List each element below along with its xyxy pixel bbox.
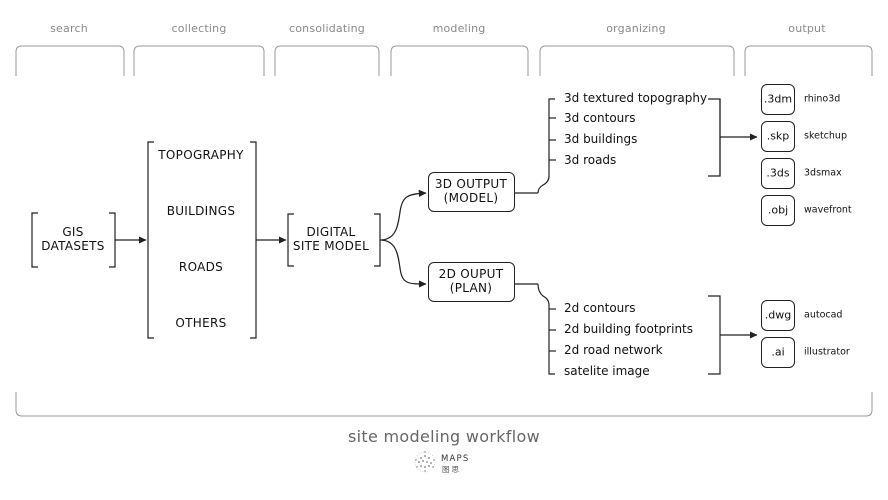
file-box-skp [761,121,795,152]
phase-search: search [50,22,88,35]
ext-obj: .obj [767,203,789,217]
3d-output-box [428,172,515,212]
2d-output-line2: (PLAN) [449,281,493,295]
phase-organizing: organizing [606,22,666,35]
phase-modeling: modeling [432,22,486,35]
program-sketchup: sketchup [804,130,847,142]
dataset-buildings: BUILDINGS [166,204,236,219]
phase-brackets [15,45,873,417]
gis-label-line2: DATASETS [41,239,105,253]
file-box-ai [761,337,795,368]
2d-output-node: 2D OUPUT (PLAN) [438,267,504,296]
ext-dwg: .dwg [764,308,792,322]
3d-output-node: 3D OUTPUT (MODEL) [434,177,508,206]
3d-output-line1: 3D OUTPUT [434,177,508,192]
file-box-dwg [761,300,795,331]
file-box-3ds [761,158,795,189]
digital-site-model-node: DIGITAL SITE MODEL [292,225,370,254]
phase-output: output [788,22,826,35]
digital-label-line1: DIGITAL [306,225,356,240]
item-3d-textured-topography: 3d textured topography [564,91,708,106]
gis-datasets-node: GIS DATASETS [41,225,105,254]
logo-name: MAPS [441,454,470,464]
ext-3ds: .3ds [766,166,790,180]
2d-output-line1: 2D OUPUT [438,267,504,282]
file-box-3dm [761,84,795,115]
3d-output-line2: (MODEL) [443,191,499,205]
diagram-caption: site modeling workflow [348,427,540,446]
ext-ai: .ai [771,345,785,359]
dataset-roads: ROADS [178,260,224,275]
logo-subtitle: 图思 [442,465,461,474]
program-wavefront: wavefront [804,204,852,216]
item-2d-building-footprints: 2d building footprints [564,322,694,337]
digital-label-line2: SITE MODEL [292,239,370,253]
dataset-others: OTHERS [175,316,227,331]
program-3dsmax: 3dsmax [804,167,842,179]
program-illustrator: illustrator [804,346,850,358]
dotted-globe-icon [414,451,436,473]
program-rhino3d: rhino3d [804,93,841,105]
file-box-obj [761,195,795,226]
phase-collecting: collecting [171,22,227,35]
item-satelite-image: satelite image [564,364,650,379]
phase-consolidating: consolidating [289,22,365,35]
item-3d-buildings: 3d buildings [564,132,638,147]
gis-label-line1: GIS [62,225,84,240]
program-autocad: autocad [804,309,843,321]
ext-3dm: .3dm [763,92,793,106]
item-3d-contours: 3d contours [564,111,636,126]
dataset-topography: TOPOGRAPHY [158,148,244,163]
item-2d-contours: 2d contours [564,301,636,316]
2d-output-box [428,262,515,302]
ext-skp: .skp [766,129,790,143]
item-2d-road-network: 2d road network [564,343,663,358]
item-3d-roads: 3d roads [564,153,617,168]
